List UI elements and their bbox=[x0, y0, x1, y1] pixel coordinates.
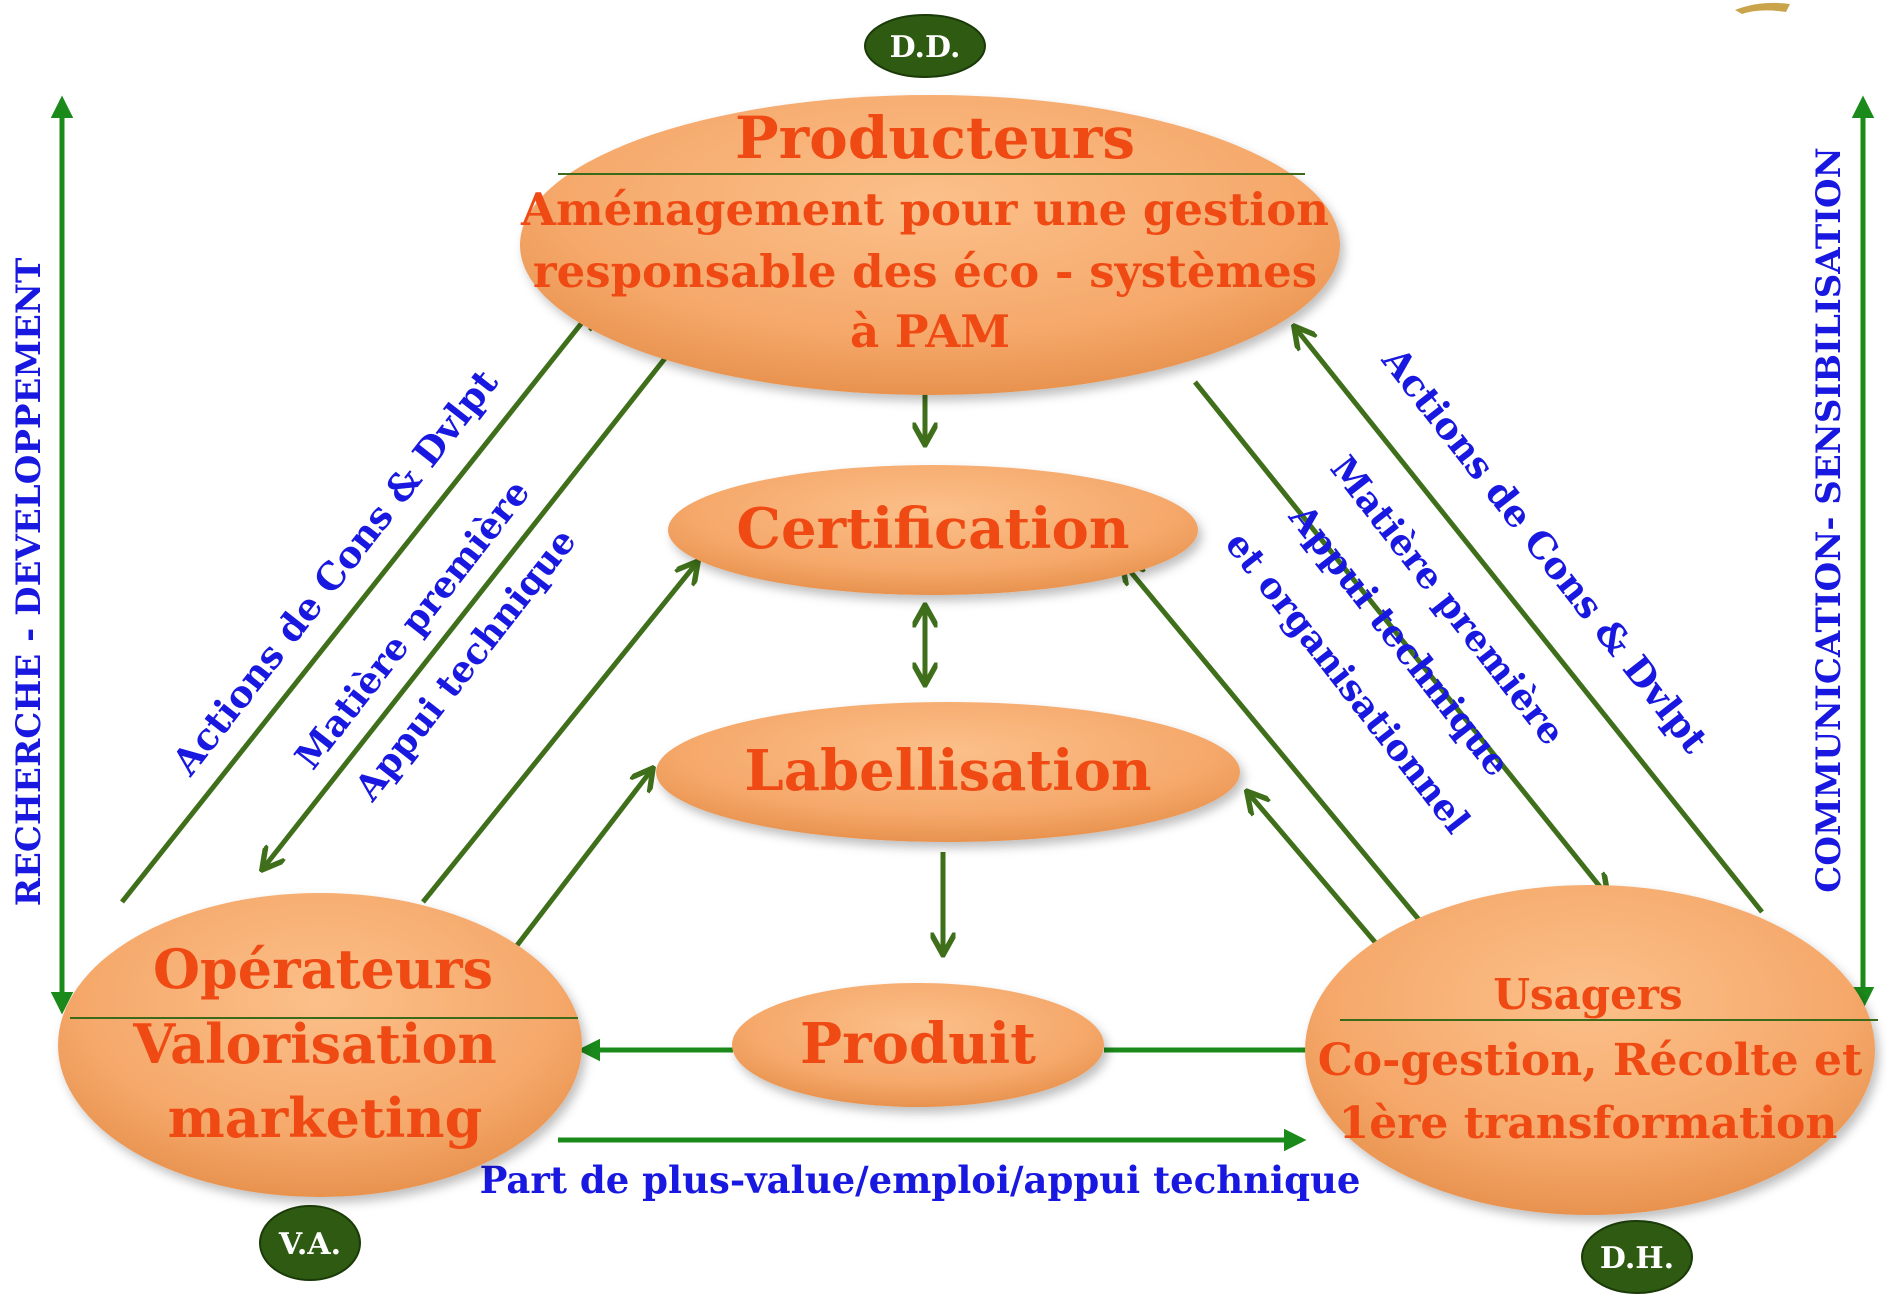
produit-node bbox=[732, 983, 1104, 1107]
operateurs-node bbox=[58, 893, 582, 1197]
communication-label: COMMUNICATION- SENSIBILISATION bbox=[1809, 147, 1849, 892]
left-matiere-arrow bbox=[265, 350, 672, 866]
operateurs-line1: Valorisation bbox=[132, 1012, 497, 1076]
va-badge-text: V.A. bbox=[278, 1227, 341, 1262]
right-actions-arrow bbox=[1297, 330, 1764, 914]
producteurs-title: Producteurs bbox=[735, 104, 1135, 172]
dd-badge: D.D. bbox=[864, 14, 986, 78]
labellisation-node bbox=[656, 702, 1240, 842]
usagers-line2: 1ère transformation bbox=[1339, 1098, 1838, 1149]
certification-title: Certification bbox=[736, 496, 1129, 562]
labellisation-title: Labellisation bbox=[744, 738, 1151, 804]
producteurs-line1: Aménagement pour une gestion bbox=[520, 183, 1329, 236]
operateurs-to-labellisation-arrow bbox=[513, 772, 650, 950]
dd-badge-text: D.D. bbox=[890, 30, 961, 65]
va-badge: V.A. bbox=[259, 1205, 361, 1281]
usagers-to-certification-arrow bbox=[1125, 565, 1427, 929]
produit-title: Produit bbox=[800, 1011, 1036, 1077]
usagers-line1: Co-gestion, Récolte et bbox=[1318, 1035, 1863, 1086]
usagers-to-labellisation-arrow bbox=[1250, 795, 1382, 950]
bottom-label: Part de plus-value/emploi/appui techniqu… bbox=[480, 1158, 1361, 1202]
producteurs-line2: responsable des éco - systèmes bbox=[533, 245, 1317, 298]
usagers-node bbox=[1305, 885, 1875, 1215]
certification-node bbox=[668, 465, 1198, 595]
operateurs-line2: marketing bbox=[168, 1086, 483, 1150]
usagers-title: Usagers bbox=[1493, 970, 1682, 1019]
operateurs-title: Opérateurs bbox=[153, 937, 493, 1001]
dh-badge: D.H. bbox=[1581, 1220, 1693, 1294]
right-matiere-arrow bbox=[1193, 380, 1605, 893]
corner-scroll-decoration bbox=[1735, 2, 1790, 14]
left-actions-arrow bbox=[120, 310, 592, 904]
producteurs-node bbox=[520, 95, 1340, 395]
dh-badge-text: D.H. bbox=[1600, 1241, 1674, 1276]
recherche-label: RECHERCHE - DEVELOPPEMENT bbox=[9, 258, 49, 907]
operateurs-to-certification-arrow bbox=[421, 565, 695, 904]
producteurs-line3: à PAM bbox=[850, 305, 1010, 358]
